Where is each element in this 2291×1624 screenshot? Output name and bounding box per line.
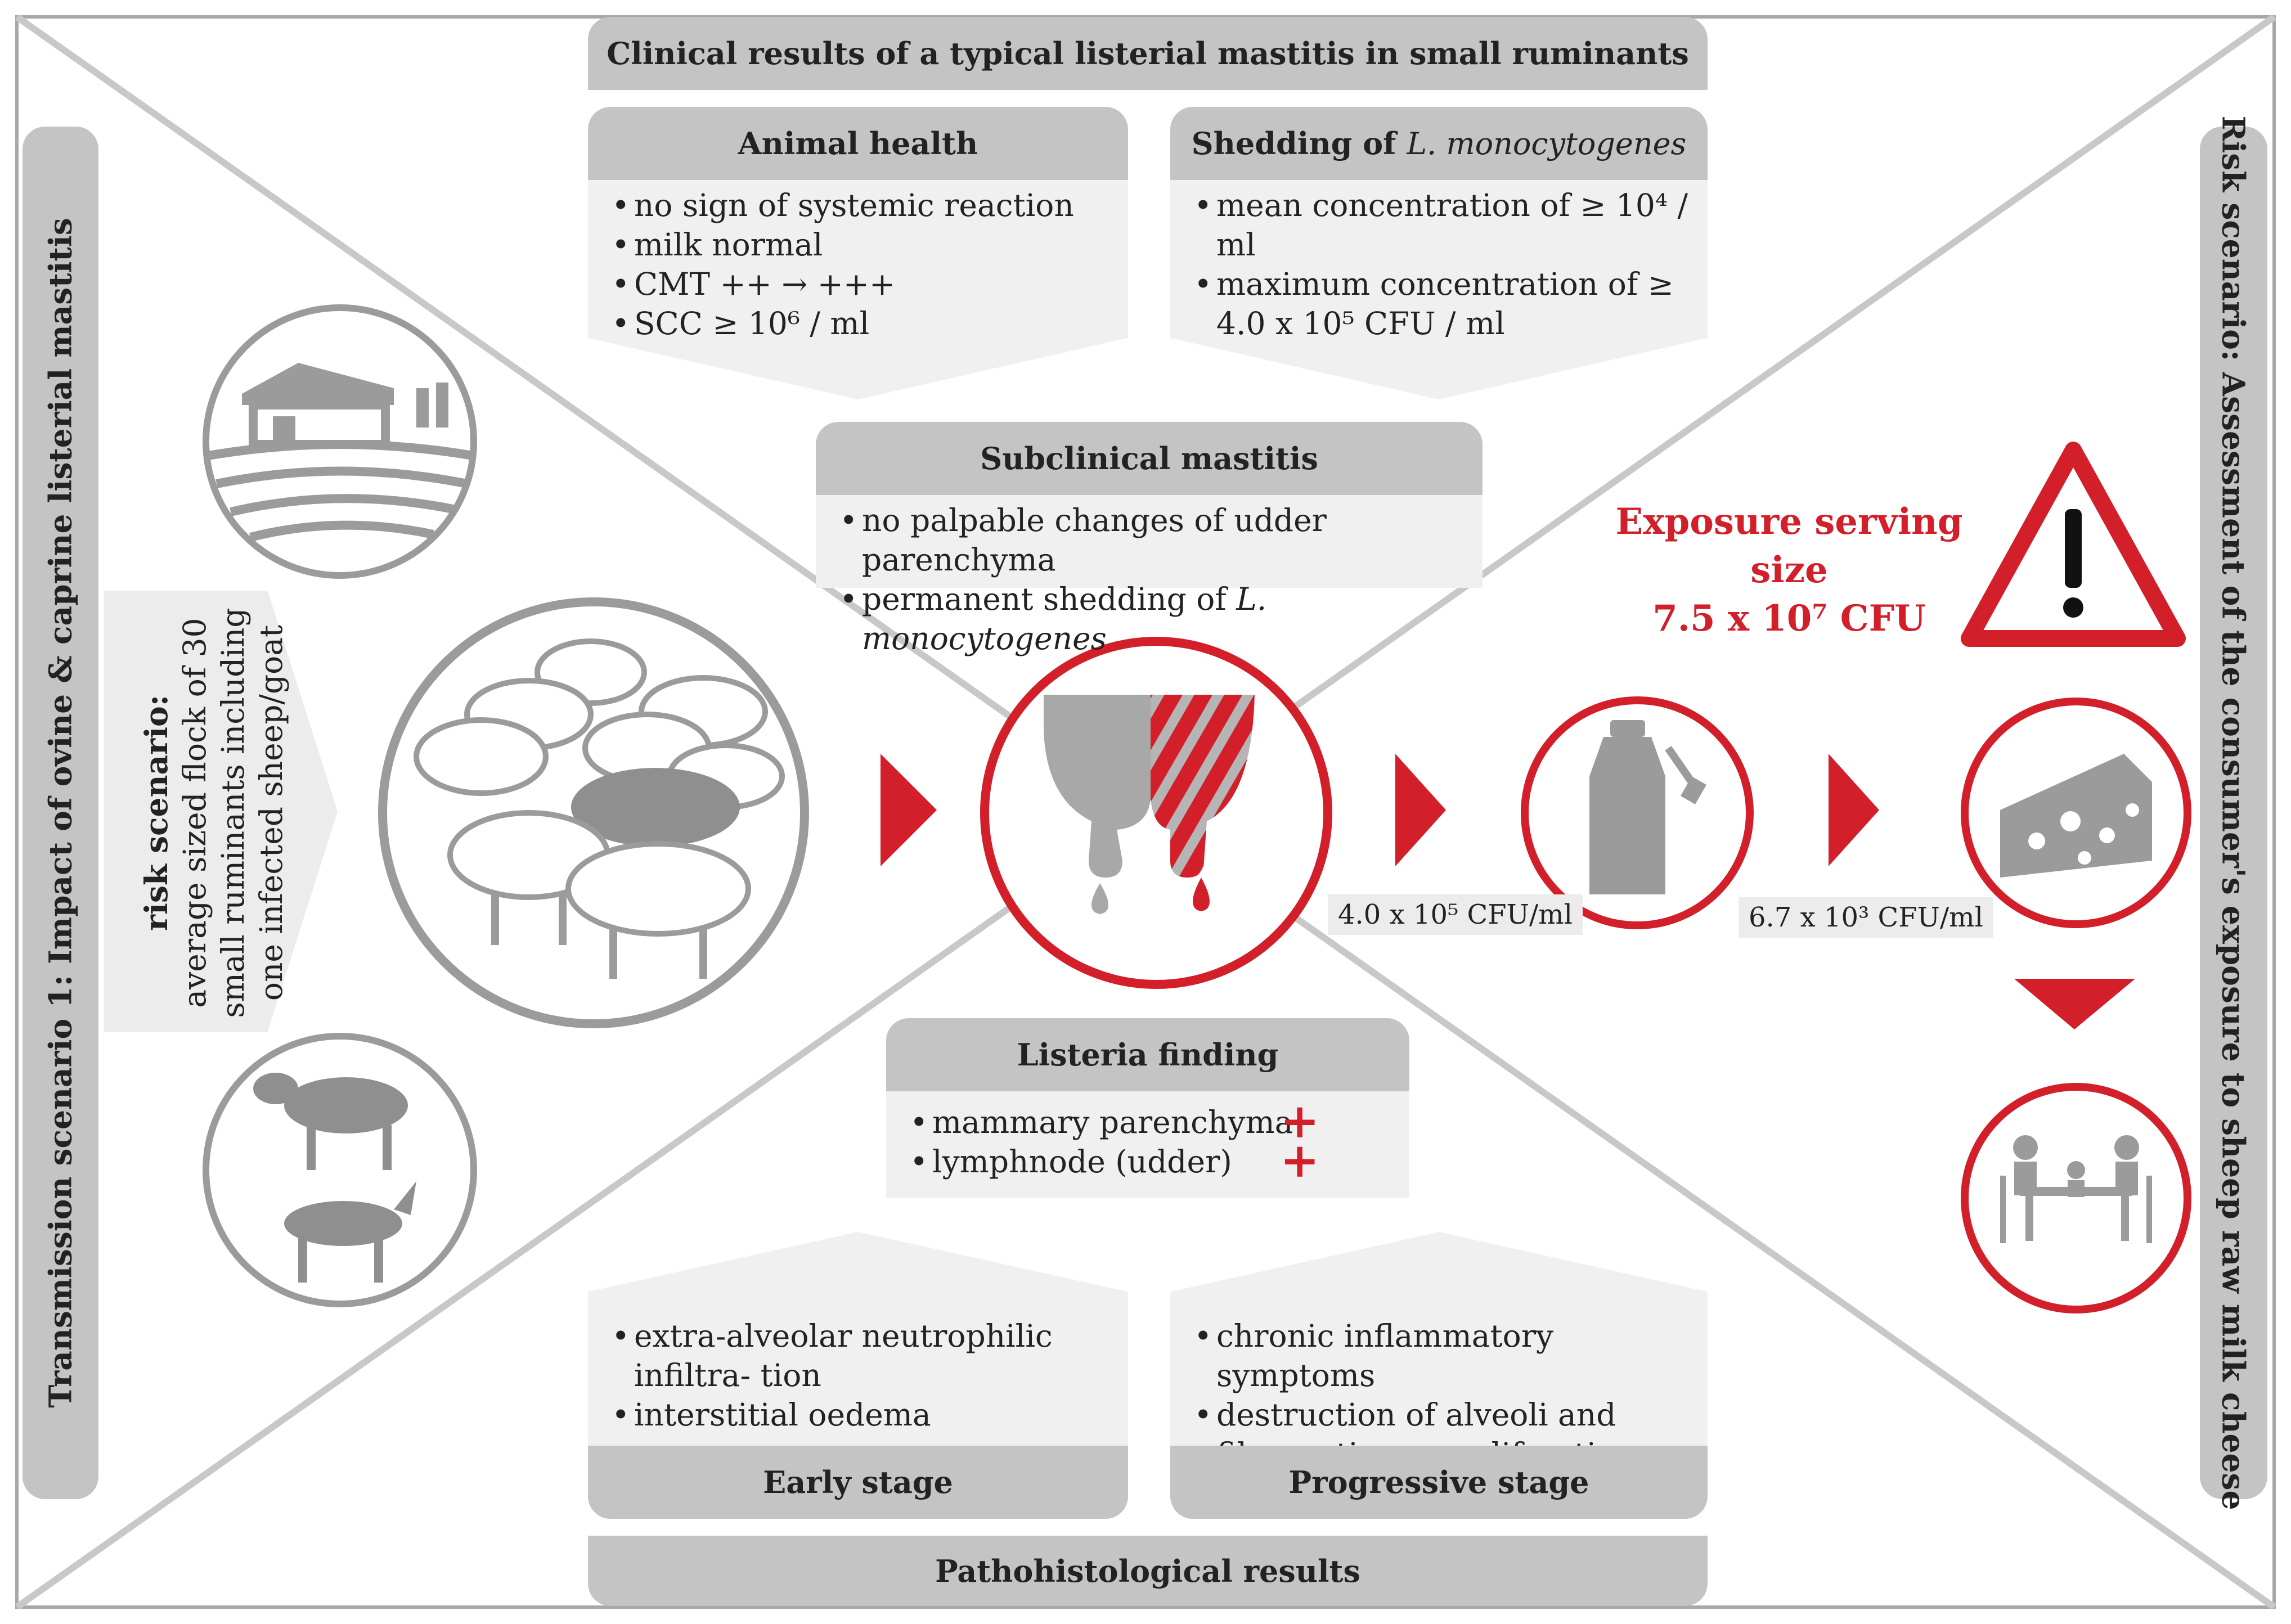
positive-plus-icon: + [1280, 1132, 1320, 1188]
clinical-results-header: Clinical results of a typical listerial … [588, 17, 1708, 90]
early-stage-title: Early stage [763, 1464, 953, 1500]
list-item: lymphnode (udder) [903, 1142, 1392, 1181]
list-item: chronic inflammatory symptoms [1187, 1316, 1691, 1395]
positive-plus-icon: + [1280, 1093, 1320, 1149]
milk-concentration-label: 4.0 x 10⁵ CFU/ml [1328, 894, 1583, 935]
family-meal-icon [1961, 1083, 2191, 1313]
list-item: milk normal [605, 225, 1111, 264]
red-arrow-3 [1829, 754, 1879, 866]
shedding-title-prefix: Shedding of [1191, 125, 1407, 161]
risk-scenario-line: average sized flock of 30 [177, 618, 213, 1008]
early-stage-header: Early stage [588, 1446, 1128, 1519]
early-stage-list: extra-alveolar neutrophilic infiltra- ti… [605, 1316, 1111, 1434]
risk-scenario-line: small ruminants including [215, 608, 251, 1018]
farm-icon [203, 304, 477, 579]
list-item: interstitial oedema [605, 1395, 1111, 1434]
subclinical-item-prefix: permanent shedding of [862, 581, 1237, 617]
red-arrow-down [2014, 979, 2135, 1029]
risk-scenario-line: one infected sheep/goat [253, 624, 289, 1001]
risk-scenario-tab [2200, 127, 2267, 1499]
list-item: CMT ++ → +++ [605, 264, 1111, 304]
list-item: maximum concentration of ≥ 4.0 x 10⁵ CFU… [1187, 264, 1691, 343]
red-arrow-2 [1395, 754, 1446, 866]
progressive-stage-list: chronic inflammatory symptoms destructio… [1187, 1316, 1691, 1446]
exposure-line-1: Exposure serving size [1615, 501, 1963, 591]
subclinical-item-species: L. monocytogenes [862, 581, 1267, 656]
listeria-finding-header: Listeria finding [886, 1018, 1409, 1091]
warning-icon [1961, 442, 2186, 647]
shedding-list: mean concentration of ≥ 10⁴ / ml maximum… [1187, 186, 1691, 343]
list-item: no palpable changes of udder parenchyma [833, 501, 1466, 579]
progressive-stage-title: Progressive stage [1288, 1464, 1589, 1500]
sheep-flock-icon [378, 597, 809, 1028]
animal-health-header: Animal health [588, 107, 1128, 180]
risk-scenario-title: risk scenario: [138, 694, 174, 932]
subclinical-list: no palpable changes of udder parenchyma … [833, 501, 1466, 658]
red-arrow-1 [881, 754, 937, 866]
transmission-scenario-label: Transmission scenario 1: Impact of ovine… [42, 218, 79, 1408]
animal-health-list: no sign of systemic reaction milk normal… [605, 186, 1111, 343]
progressive-stage-header: Progressive stage [1170, 1446, 1708, 1519]
list-item: SCC ≥ 10⁶ / ml [605, 304, 1111, 343]
udder-icon [980, 637, 1332, 989]
sheep-goat-icon [203, 1033, 477, 1307]
shedding-title-species: L. monocytogenes [1407, 125, 1687, 161]
transmission-scenario-tab [23, 127, 98, 1499]
subclinical-title: Subclinical mastitis [980, 440, 1318, 476]
exposure-line-2: 7.5 x 10⁷ CFU [1652, 597, 1926, 640]
exposure-serving-size: Exposure serving size 7.5 x 10⁷ CFU [1592, 498, 1986, 643]
cheese-concentration-label: 6.7 x 10³ CFU/ml [1739, 897, 1994, 938]
clinical-results-title: Clinical results of a typical listerial … [607, 35, 1689, 71]
listeria-finding-list: mammary parenchyma lymphnode (udder) [903, 1103, 1392, 1181]
list-item: destruction of alveoli and fibrous tissu… [1187, 1395, 1691, 1446]
subclinical-header: Subclinical mastitis [816, 422, 1483, 495]
pathohistological-header: Pathohistological results [588, 1536, 1708, 1606]
animal-health-title: Animal health [738, 125, 978, 161]
list-item: mammary parenchyma [903, 1103, 1392, 1142]
cheese-icon [1961, 698, 2191, 928]
list-item: no sign of systemic reaction [605, 186, 1111, 225]
list-item: mean concentration of ≥ 10⁴ / ml [1187, 186, 1691, 264]
list-item: extra-alveolar neutrophilic infiltra- ti… [605, 1316, 1111, 1395]
listeria-finding-title: Listeria finding [1017, 1037, 1279, 1073]
subclinical-panel: no palpable changes of udder parenchyma … [816, 495, 1483, 656]
shedding-header: Shedding of L. monocytogenes [1170, 107, 1708, 180]
risk-scenario-label: Risk scenario: Assessment of the consume… [2215, 115, 2252, 1510]
pathohistological-title: Pathohistological results [935, 1553, 1360, 1589]
list-item: permanent shedding of L. monocytogenes [833, 579, 1466, 658]
milk-can-icon [1521, 696, 1754, 929]
listeria-finding-panel: mammary parenchyma lymphnode (udder) + + [886, 1091, 1409, 1198]
